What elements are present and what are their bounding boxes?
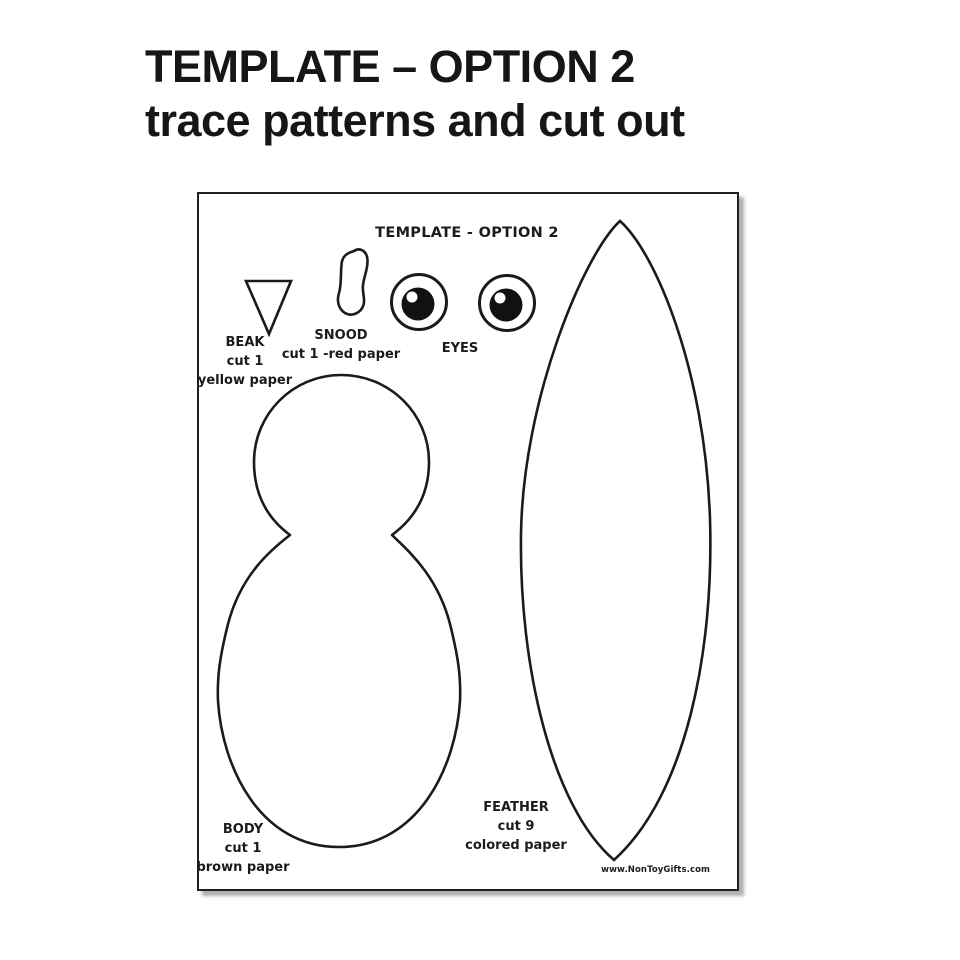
eyes-label-name: EYES xyxy=(441,341,479,356)
body-shape xyxy=(216,373,462,849)
body-label-cut: cut 1 xyxy=(224,841,262,856)
template-sheet: TEMPLATE - OPTION 2 BEAK cut 1 yellow pa… xyxy=(196,192,739,891)
snood-label: SNOOD cut 1 -red paper xyxy=(282,326,400,364)
snood-shape xyxy=(336,248,369,316)
eye-left-pupil xyxy=(401,287,435,321)
snood-label-cut: cut 1 -red paper xyxy=(281,347,401,362)
body-label-name: BODY xyxy=(222,822,264,837)
beak-label: BEAK cut 1 yellow paper xyxy=(198,333,292,390)
beak-label-name: BEAK xyxy=(225,335,265,350)
eye-right-highlight xyxy=(494,292,506,304)
feather-label: FEATHER cut 9 colored paper xyxy=(465,798,567,855)
website-credit: www.NonToyGifts.com xyxy=(601,865,710,875)
snood-label-name: SNOOD xyxy=(314,328,368,343)
sheet-header: TEMPLATE - OPTION 2 xyxy=(375,225,559,241)
page-title-line1: TEMPLATE – OPTION 2 xyxy=(145,41,635,92)
feather-label-cut: cut 9 xyxy=(497,819,535,834)
body-label-paper: brown paper xyxy=(196,860,290,875)
eye-right-pupil xyxy=(489,288,523,322)
page-title-line2: trace patterns and cut out xyxy=(145,95,685,146)
beak-label-paper: yellow paper xyxy=(197,373,293,388)
eye-right-shape xyxy=(478,274,536,332)
feather-label-name: FEATHER xyxy=(483,800,549,815)
template-shapes-svg xyxy=(216,219,712,862)
feather-label-paper: colored paper xyxy=(465,838,567,853)
beak-shape xyxy=(244,279,293,338)
beak-label-cut: cut 1 xyxy=(226,354,264,369)
body-label: BODY cut 1 brown paper xyxy=(196,820,289,877)
feather-shape xyxy=(519,219,712,862)
eye-left-shape xyxy=(390,273,448,331)
eyes-label: EYES xyxy=(442,339,479,358)
eye-left-highlight xyxy=(406,291,418,303)
page-title: TEMPLATE – OPTION 2 trace patterns and c… xyxy=(145,40,685,148)
